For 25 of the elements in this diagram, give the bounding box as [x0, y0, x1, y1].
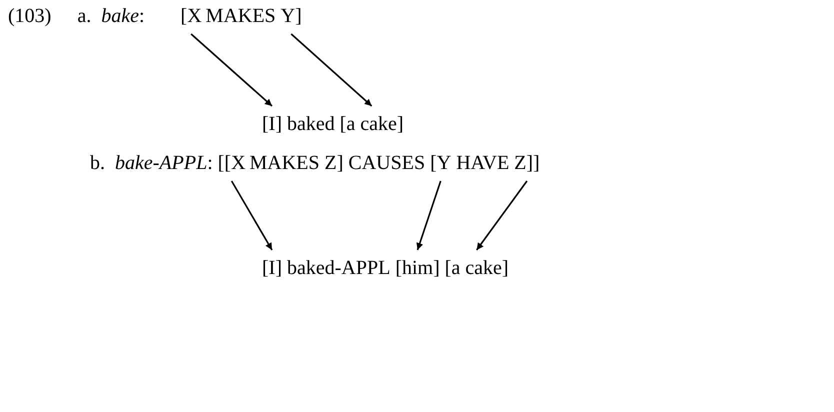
constituent-text: Z]] — [514, 151, 540, 175]
arrow — [190, 33, 273, 107]
constituent-text: [a cake] — [340, 112, 404, 136]
constituent-text: [I] — [262, 256, 282, 280]
constituent-text: [X — [180, 4, 202, 28]
gloss-text: (103) — [8, 4, 52, 28]
gloss-text: MAKES Z] CAUSES — [250, 151, 426, 175]
gloss-text: MAKES — [206, 4, 276, 28]
constituent-text: Y] — [280, 4, 302, 28]
arrow — [476, 180, 528, 250]
gloss-text: bake: — [101, 4, 145, 28]
gloss-text: baked — [286, 112, 335, 136]
gloss-text: HAVE — [456, 151, 510, 175]
gloss-text: bake-APPL: — [115, 151, 213, 175]
arrow — [290, 33, 372, 107]
arrow — [230, 180, 273, 250]
constituent-text: [a cake] — [444, 256, 509, 280]
gloss-text: b. — [90, 151, 105, 175]
constituent-text: [him] — [395, 256, 440, 280]
constituent-text: [Y — [430, 151, 452, 175]
constituent-text: [I] — [262, 112, 282, 136]
gloss-text: baked-APPL — [286, 256, 390, 280]
arrow — [416, 180, 442, 250]
gloss-text: a. — [77, 4, 92, 28]
constituent-text: [[X — [218, 151, 246, 175]
